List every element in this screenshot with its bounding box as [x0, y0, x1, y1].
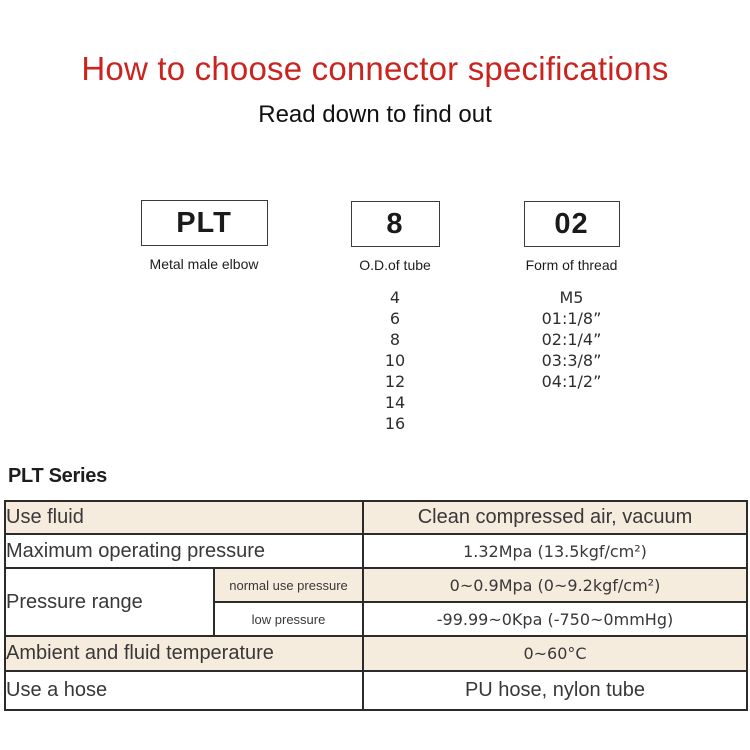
- row-label-pressure-range: Pressure range: [4, 567, 215, 637]
- page-subtitle: Read down to find out: [258, 101, 492, 128]
- table-row-pressure-low: low pressure -99.99~0Kpa (-750~0mmHg): [5, 601, 748, 637]
- option-item: 12: [384, 372, 406, 391]
- part-segment-model: PLT Metal male elbow: [100, 200, 308, 286]
- spec-table: Use fluid Clean compressed air, vacuum M…: [4, 500, 748, 711]
- row-value: PU hose, nylon tube: [362, 670, 748, 711]
- model-code-box: PLT: [140, 200, 268, 246]
- page-title: How to choose connector specifications: [81, 50, 669, 87]
- thread-label: Form of thread: [525, 257, 618, 273]
- series-heading: PLT Series: [8, 465, 107, 487]
- option-item: 8: [389, 330, 401, 349]
- table-row-max-pressure: Maximum operating pressure 1.32Mpa (13.5…: [4, 533, 748, 569]
- option-item: 16: [384, 414, 406, 433]
- part-segment-thread: 02 Form of thread M5 01:1/8” 02:1/4” 03:3/8…: [483, 201, 660, 392]
- model-code-label: Metal male elbow: [149, 256, 259, 272]
- option-item: 14: [384, 393, 406, 412]
- subrow-value: -99.99~0Kpa (-750~0mmHg): [362, 601, 748, 637]
- option-item: 6: [389, 309, 401, 328]
- tube-od-code-box: 8: [350, 201, 440, 247]
- row-value: Clean compressed air, vacuum: [362, 500, 748, 535]
- row-value: 0~60°C: [362, 635, 748, 672]
- subrow-label: low pressure: [213, 601, 364, 637]
- part-segment-tube-od: 8 O.D.of tube 4 6 8 10 12 14 16: [310, 201, 480, 434]
- option-item: 03:3/8”: [541, 351, 602, 370]
- table-row-pressure-normal: Pressure range normal use pressure 0~0.9…: [4, 567, 748, 637]
- option-item: M5: [559, 288, 584, 307]
- table-row-temperature: Ambient and fluid temperature 0~60°C: [4, 635, 748, 672]
- subrow-value: 0~0.9Mpa (0~9.2kgf/cm²): [362, 567, 748, 603]
- tube-od-options-list: 4 6 8 10 12 14 16: [310, 287, 480, 434]
- thread-options-list: M5 01:1/8” 02:1/4” 03:3/8” 04:1/2”: [483, 287, 660, 392]
- row-label: Use a hose: [4, 670, 364, 711]
- subrow-label: normal use pressure: [213, 567, 364, 603]
- thread-code-box: 02: [523, 201, 620, 247]
- option-item: 01:1/8”: [541, 309, 602, 328]
- option-item: 04:1/2”: [541, 372, 602, 391]
- tube-od-label: O.D.of tube: [359, 257, 431, 273]
- row-label: Maximum operating pressure: [4, 533, 364, 569]
- row-label: Use fluid: [4, 500, 364, 535]
- option-item: 02:1/4”: [541, 330, 602, 349]
- table-row-hose: Use a hose PU hose, nylon tube: [4, 670, 748, 711]
- option-item: 4: [389, 288, 401, 307]
- option-item: 10: [384, 351, 406, 370]
- table-row-use-fluid: Use fluid Clean compressed air, vacuum: [4, 500, 748, 535]
- row-value: 1.32Mpa (13.5kgf/cm²): [362, 533, 748, 569]
- row-label: Ambient and fluid temperature: [4, 635, 364, 672]
